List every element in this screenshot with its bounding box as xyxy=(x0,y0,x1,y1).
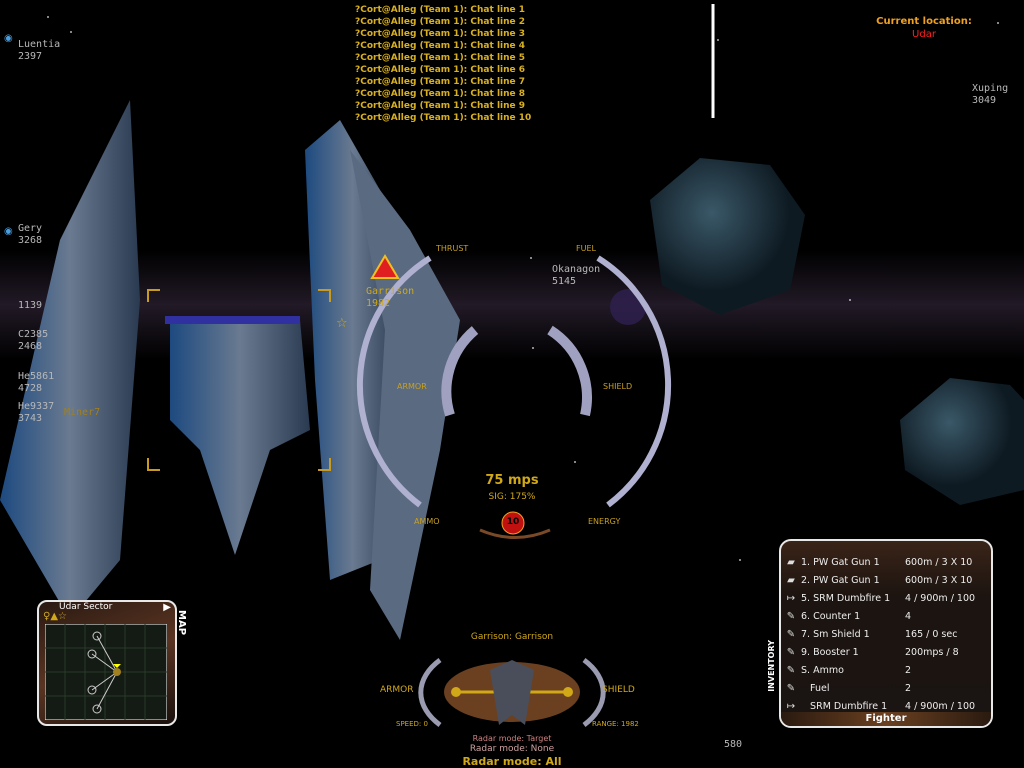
item-name: 2. PW Gat Gun 1 xyxy=(801,574,880,586)
target-range: RANGE: 1982 xyxy=(592,720,639,728)
inventory-item[interactable]: ↦ SRM Dumbfire 1 4 / 900m / 100 xyxy=(781,697,991,715)
missile-icon: ↦ xyxy=(786,592,796,604)
chat-line: ?Cort@Alleg (Team 1): Chat line 10 xyxy=(355,113,532,123)
item-name: SRM Dumbfire 1 xyxy=(801,700,888,712)
expand-arrow-icon[interactable]: ▶ xyxy=(163,602,171,613)
inventory-panel: ▰ 1. PW Gat Gun 1 600m / 3 X 10 ▰ 2. PW Gat … xyxy=(779,539,993,728)
missile-icon: ↦ xyxy=(786,700,796,712)
radar-mode-selected[interactable]: Radar mode: All xyxy=(462,755,562,768)
signature-readout: SIG: 175% xyxy=(488,492,536,502)
target-display xyxy=(418,657,606,728)
item-name: 9. Booster 1 xyxy=(801,646,859,658)
chat-line: ?Cort@Alleg (Team 1): Chat line 4 xyxy=(355,41,526,51)
fuel-label: FUEL xyxy=(576,244,596,253)
item-value: 4 xyxy=(905,610,912,622)
item-name: 1. PW Gat Gun 1 xyxy=(801,556,880,568)
chat-line: ?Cort@Alleg (Team 1): Chat line 9 xyxy=(355,101,526,111)
gun-icon: ▰ xyxy=(787,574,795,586)
miner-label: Miner7 xyxy=(64,407,101,418)
wrench-icon: ✎ xyxy=(786,664,796,676)
inventory-item[interactable]: ✎ 6. Counter 1 4 xyxy=(781,607,991,625)
chat-line: ?Cort@Alleg (Team 1): Chat line 7 xyxy=(355,77,526,87)
thrust-label: THRUST xyxy=(436,244,469,253)
inventory-tab[interactable]: INVENTORY xyxy=(767,640,776,692)
map-tab[interactable]: MAP xyxy=(176,610,187,636)
target-shield-label: SHIELD xyxy=(602,685,635,695)
item-value: 165 / 0 sec xyxy=(905,628,958,640)
wrench-icon: ✎ xyxy=(786,682,796,694)
star-icon: ☆ xyxy=(336,316,348,331)
inventory-item[interactable]: ↦ 5. SRM Dumbfire 1 4 / 900m / 100 xyxy=(781,589,991,607)
item-name: Fuel xyxy=(801,682,830,694)
item-name: 5. SRM Dumbfire 1 xyxy=(801,592,891,604)
item-value: 4 / 900m / 100 xyxy=(905,592,976,604)
inventory-item[interactable]: ✎ S. Ammo 2 xyxy=(781,661,991,679)
chat-line: ?Cort@Alleg (Team 1): Chat line 2 xyxy=(355,17,526,27)
nav-marker[interactable]: 1139 xyxy=(18,300,43,311)
inventory-item[interactable]: ✎ 9. Booster 1 200mps / 8 xyxy=(781,643,991,661)
item-value: 200mps / 8 xyxy=(905,646,959,658)
chat-log: ?Cort@Alleg (Team 1): Chat line 1 ?Cort@… xyxy=(355,4,531,124)
asteroid xyxy=(650,158,805,315)
item-value: 600m / 3 X 10 xyxy=(905,574,973,586)
station-filter-icons[interactable]: ♀▲☆ xyxy=(43,611,67,622)
chat-line: ?Cort@Alleg (Team 1): Chat line 1 xyxy=(355,5,526,15)
item-name: S. Ammo xyxy=(801,664,844,676)
item-name: 6. Counter 1 xyxy=(801,610,861,622)
ammo-label: AMMO xyxy=(414,517,440,526)
inventory-item[interactable]: ▰ 2. PW Gat Gun 1 600m / 3 X 10 xyxy=(781,571,991,589)
sector-map[interactable]: Udar Sector ▶ ♀▲☆ xyxy=(37,600,177,726)
aleph-icon: ◉ xyxy=(4,33,13,44)
asteroid xyxy=(900,378,1024,505)
armor-label: ARMOR xyxy=(397,382,427,391)
chat-line: ?Cort@Alleg (Team 1): Chat line 5 xyxy=(355,53,526,63)
radar-mode-option[interactable]: Radar mode: Target xyxy=(472,734,552,743)
aleph-icon: ◉ xyxy=(4,226,13,237)
radar-mode-option[interactable]: Radar mode: None xyxy=(469,744,555,754)
item-value: 600m / 3 X 10 xyxy=(905,556,973,568)
target-name: Garrison: Garrison xyxy=(470,632,554,642)
target-speed: SPEED: 0 xyxy=(396,720,428,728)
missile-lock-icon xyxy=(501,511,525,535)
wrench-icon: ✎ xyxy=(786,646,796,658)
wrench-icon: ✎ xyxy=(786,628,796,640)
hud-reticle xyxy=(356,255,672,539)
gun-icon: ▰ xyxy=(787,556,795,568)
speed-readout: 75 mps xyxy=(485,473,539,488)
target-frame xyxy=(147,289,331,471)
chat-line: ?Cort@Alleg (Team 1): Chat line 6 xyxy=(355,65,526,75)
shield-label: SHIELD xyxy=(603,382,633,391)
map-grid[interactable] xyxy=(45,624,167,720)
garrison-station xyxy=(0,100,460,640)
garrison-p-icon xyxy=(370,254,400,279)
map-title: Udar Sector xyxy=(59,602,113,612)
target-armor-label: ARMOR xyxy=(380,685,414,695)
inventory-item[interactable]: ✎ Fuel 2 xyxy=(781,679,991,697)
item-value: 2 xyxy=(905,682,912,694)
ship-class-label: Fighter xyxy=(781,712,991,726)
chat-line: ?Cort@Alleg (Team 1): Chat line 3 xyxy=(355,29,526,39)
inventory-item[interactable]: ✎ 7. Sm Shield 1 165 / 0 sec xyxy=(781,625,991,643)
inventory-item[interactable]: ▰ 1. PW Gat Gun 1 600m / 3 X 10 xyxy=(781,553,991,571)
item-name: 7. Sm Shield 1 xyxy=(801,628,870,640)
nav-marker[interactable]: 580 xyxy=(724,739,743,750)
item-value: 4 / 900m / 100 xyxy=(905,700,976,712)
missile-count: 10 xyxy=(506,517,520,527)
energy-label: ENERGY xyxy=(588,517,621,526)
chat-line: ?Cort@Alleg (Team 1): Chat line 8 xyxy=(355,89,526,99)
current-location: Current location: Udar xyxy=(876,16,972,40)
wrench-icon: ✎ xyxy=(786,610,796,622)
item-value: 2 xyxy=(905,664,912,676)
